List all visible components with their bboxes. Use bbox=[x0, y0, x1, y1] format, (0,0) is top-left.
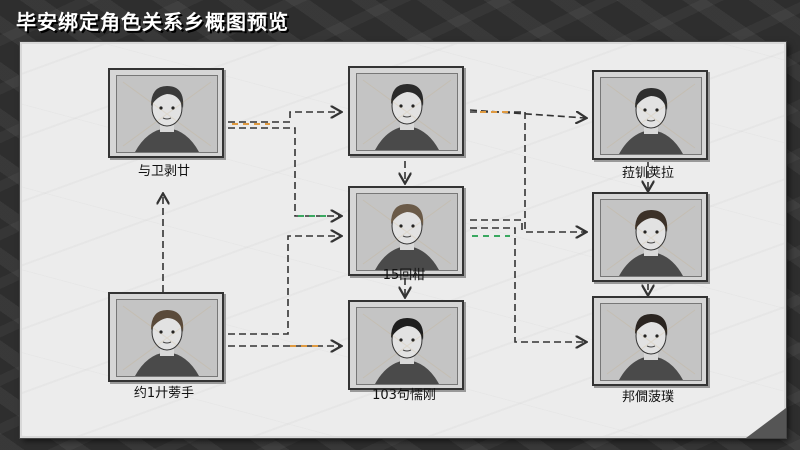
character-name-c8: 邦僩菠璞 bbox=[621, 390, 674, 405]
character-card-c1[interactable] bbox=[108, 68, 224, 158]
portrait-c7 bbox=[600, 199, 702, 277]
paper-fold bbox=[746, 408, 786, 438]
portrait-c2 bbox=[116, 299, 218, 377]
portrait-c5 bbox=[356, 307, 458, 385]
portrait-c6 bbox=[600, 77, 702, 155]
portrait-c1 bbox=[116, 75, 218, 153]
character-card-c3[interactable] bbox=[348, 66, 464, 156]
page-title: 毕安绑定角色关系乡概图预览 bbox=[16, 10, 289, 34]
character-name-c4: 15回柑 bbox=[382, 268, 426, 283]
character-card-c4[interactable] bbox=[348, 186, 464, 276]
character-name-c5: 103句懦刚 bbox=[372, 388, 436, 403]
portrait-c3 bbox=[356, 73, 458, 151]
character-card-c5[interactable] bbox=[348, 300, 464, 390]
character-card-c6[interactable] bbox=[592, 70, 708, 160]
character-card-c7[interactable] bbox=[592, 192, 708, 282]
portrait-c8 bbox=[600, 303, 702, 381]
portrait-c4 bbox=[356, 193, 458, 271]
character-card-c2[interactable] bbox=[108, 292, 224, 382]
character-name-c1: 与卫剥廿 bbox=[137, 164, 190, 179]
character-card-c8[interactable] bbox=[592, 296, 708, 386]
character-name-c6: 菈钏荚拉 bbox=[621, 166, 674, 181]
character-name-c2: 约1廾蒡手 bbox=[133, 386, 195, 401]
